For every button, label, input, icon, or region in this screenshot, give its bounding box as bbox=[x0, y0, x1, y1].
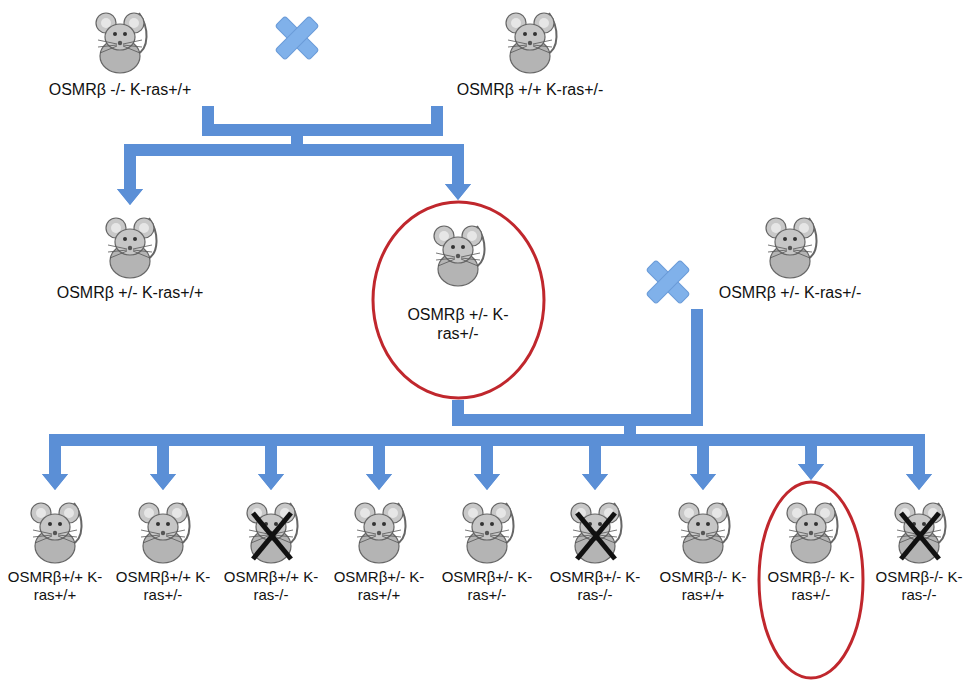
genotype-node: OSMRβ-/- K-ras-/- bbox=[867, 490, 971, 610]
genotype-label: OSMRβ -/- K-ras+/+ bbox=[20, 80, 220, 99]
inheritance-arrow bbox=[55, 309, 697, 474]
genotype-label: OSMRβ +/- K-ras+/+ bbox=[25, 283, 235, 302]
genotype-node: OSMRβ+/+ K-ras+/- bbox=[111, 490, 215, 610]
genotype-label: OSMRβ-/- K-ras+/- bbox=[765, 568, 857, 604]
genotype-label: OSMRβ +/+ K-ras+/- bbox=[425, 80, 635, 99]
inheritance-arrow bbox=[487, 309, 697, 474]
genotype-node: OSMRβ-/- K-ras+/- bbox=[757, 480, 865, 680]
inheritance-arrow bbox=[630, 309, 919, 474]
cross-symbol bbox=[263, 4, 331, 72]
genotype-label: OSMRβ+/- K-ras-/- bbox=[543, 568, 647, 604]
genotype-node: OSMRβ+/+ K-ras+/+ bbox=[3, 490, 107, 610]
genotype-label: OSMRβ+/+ K-ras+/+ bbox=[3, 568, 107, 604]
genotype-node: OSMRβ-/- K-ras+/+ bbox=[651, 490, 755, 610]
genotype-label: OSMRβ+/- K-ras+/+ bbox=[327, 568, 431, 604]
genotype-label: OSMRβ+/+ K-ras+/- bbox=[111, 568, 215, 604]
genotype-node: OSMRβ+/- K-ras-/- bbox=[543, 490, 647, 610]
genotype-label: OSMRβ-/- K-ras-/- bbox=[867, 568, 971, 604]
genotype-node: OSMRβ+/- K-ras+/+ bbox=[327, 490, 431, 610]
genotype-label: OSMRβ-/- K-ras+/+ bbox=[651, 568, 755, 604]
genotype-label: OSMRβ +/- K-ras+/- bbox=[685, 283, 895, 302]
inheritance-arrow bbox=[271, 309, 697, 474]
genotype-node: OSMRβ+/- K-ras+/- bbox=[435, 490, 539, 610]
inheritance-arrow bbox=[595, 309, 697, 474]
highlight-ellipse bbox=[371, 200, 546, 400]
genotype-node: OSMRβ +/+ K-ras+/- bbox=[425, 0, 635, 106]
genotype-label: OSMRβ+/- K-ras+/- bbox=[435, 568, 539, 604]
genotype-node: OSMRβ -/- K-ras+/+ bbox=[20, 0, 220, 106]
genotype-node: OSMRβ +/- K-ras+/+ bbox=[25, 205, 235, 309]
inheritance-arrow bbox=[297, 106, 458, 184]
genotype-node: OSMRβ +/- K-ras+/- bbox=[371, 200, 546, 400]
dead-mark bbox=[253, 513, 939, 559]
genotype-label: OSMRβ+/+ K-ras-/- bbox=[219, 568, 323, 604]
cross-symbol bbox=[634, 248, 702, 316]
genotype-label: OSMRβ +/- K-ras+/- bbox=[403, 305, 513, 343]
genotype-node: OSMRβ+/+ K-ras-/- bbox=[219, 490, 323, 610]
genotype-node: OSMRβ +/- K-ras+/- bbox=[685, 205, 895, 309]
